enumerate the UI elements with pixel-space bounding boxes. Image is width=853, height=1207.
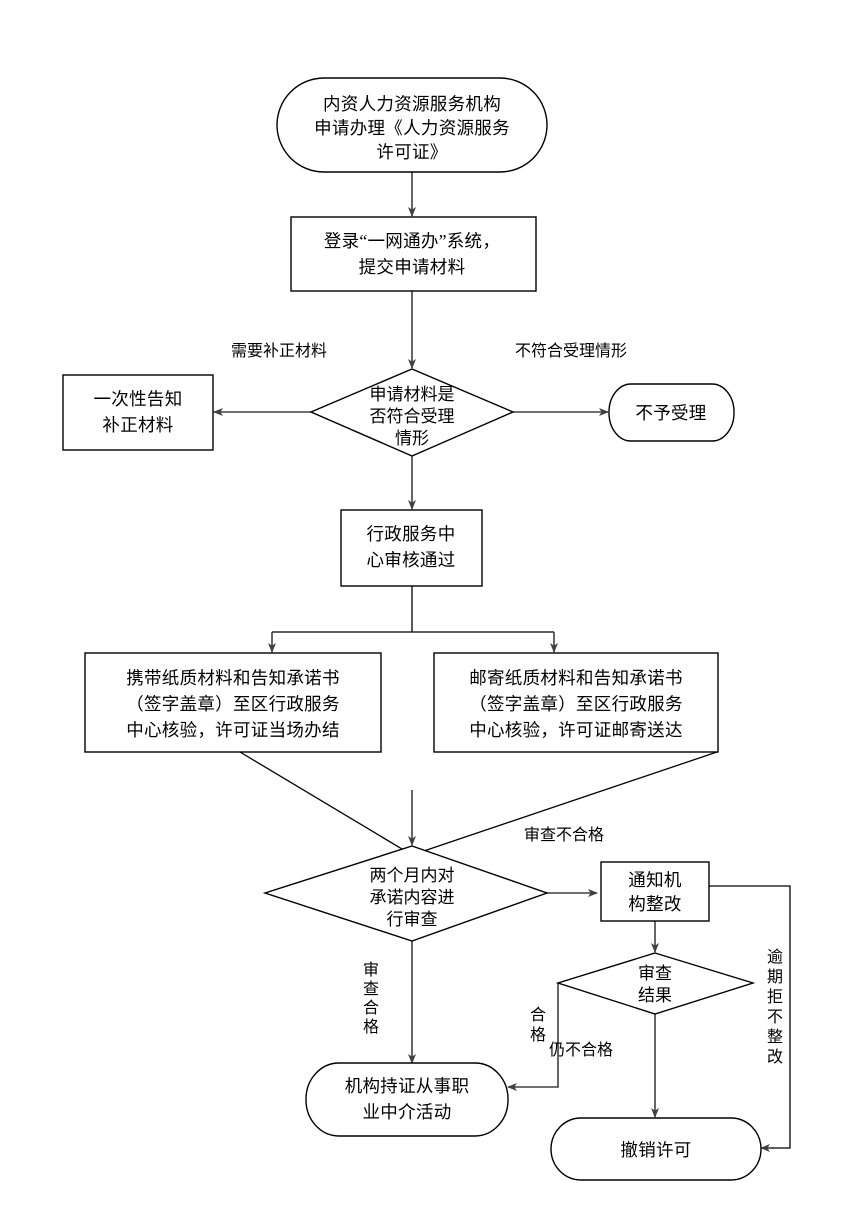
node-two-month-review-line-3: 行审查	[387, 910, 438, 929]
node-mail-paper-line-3: 中心核验，许可证邮寄送达	[469, 720, 683, 740]
node-licensed-operate-line-1: 机构持证从事职	[345, 1076, 470, 1096]
node-notify-fix-line-1: 一次性告知	[94, 389, 183, 409]
node-submit-line-1: 登录“一网通办”系统，	[324, 231, 500, 251]
node-check-decision-line-1: 申请材料是	[370, 385, 455, 404]
node-reject-shape	[608, 383, 735, 442]
node-revoke-label: 撤销许可	[620, 1140, 691, 1160]
node-two-month-review-line-2: 承诺内容进	[370, 888, 455, 907]
node-carry-paper-shape	[84, 652, 382, 753]
node-review-result-line-2: 结果	[638, 986, 672, 1005]
node-review-result-shape	[555, 952, 756, 1015]
node-mail-paper-line-2: （签字盖章）至区行政服务	[469, 694, 683, 714]
node-submit-shape	[290, 216, 537, 292]
node-start-line-2: 申请办理《人力资源服务	[314, 118, 510, 138]
edge-label-overdue-c3: 拒	[767, 988, 783, 1006]
node-start-line-3: 许可证》	[376, 142, 447, 162]
node-review-result[interactable]: 审查 结果	[555, 952, 756, 1015]
edge-label-overdue-refuse: 逾 期 拒 不 整 改	[767, 948, 783, 1066]
node-reject[interactable]: 不予受理	[608, 383, 735, 442]
node-mail-paper[interactable]: 邮寄纸质材料和告知承诺书 （签字盖章）至区行政服务 中心核验，许可证邮寄送达	[433, 652, 719, 753]
edge-label-layer: 需要补正材料 不符合受理情形 审查不合格 仍不合格	[231, 342, 627, 1059]
edge-label-not-eligible: 不符合受理情形	[515, 342, 627, 360]
node-review-result-line-1: 审查	[638, 964, 672, 983]
edge-label-qualified-c2: 格	[530, 1026, 546, 1044]
edge-label-review-pass: 审 查 合 格	[363, 961, 379, 1036]
node-notify-fix-line-2: 补正材料	[102, 415, 173, 435]
node-center-pass[interactable]: 行政服务中 心审核通过	[340, 509, 483, 587]
node-licensed-operate-line-2: 业中介活动	[363, 1102, 452, 1122]
node-start[interactable]: 内资人力资源服务机构 申请办理《人力资源服务 许可证》	[276, 77, 548, 173]
node-check-decision-shape	[309, 368, 515, 457]
node-two-month-review-line-1: 两个月内对	[370, 866, 455, 885]
edge-label-need-fix: 需要补正材料	[231, 342, 327, 360]
node-submit-line-2: 提交申请材料	[359, 257, 466, 277]
node-check-decision-line-3: 情形	[395, 429, 429, 448]
node-center-pass-shape	[340, 509, 483, 587]
node-licensed-operate-shape	[305, 1062, 509, 1137]
edge-carry-merge	[239, 751, 413, 856]
node-check-decision-line-2: 否符合受理	[370, 407, 455, 426]
edge-result-qualified-to-licensed	[507, 983, 559, 1091]
edge-overdue-to-revoke	[709, 885, 791, 1152]
node-notify-rectify-line-2: 构整改	[628, 894, 681, 914]
node-submit[interactable]: 登录“一网通办”系统， 提交申请材料	[290, 216, 537, 292]
node-notify-rectify-shape	[600, 861, 710, 922]
edge-label-review-fail: 审查不合格	[524, 826, 604, 844]
connector-layer	[213, 172, 791, 1152]
node-carry-paper[interactable]: 携带纸质材料和告知承诺书 （签字盖章）至区行政服务 中心核验，许可证当场办结	[84, 652, 382, 753]
node-revoke[interactable]: 撤销许可	[550, 1117, 762, 1181]
edge-label-qualified-c1: 合	[530, 1006, 546, 1024]
edge-label-review-pass-c4: 格	[363, 1018, 379, 1036]
edge-label-still-unqualified: 仍不合格	[549, 1041, 613, 1059]
node-two-month-review[interactable]: 两个月内对 承诺内容进 行审查	[262, 845, 550, 942]
edge-label-qualified: 合 格	[530, 1006, 546, 1044]
edge-label-overdue-c1: 逾	[767, 948, 783, 966]
node-carry-paper-line-2: （签字盖章）至区行政服务	[126, 694, 340, 714]
node-notify-rectify-line-1: 通知机	[628, 870, 682, 890]
node-notify-rectify[interactable]: 通知机 构整改	[600, 861, 710, 922]
edge-label-overdue-c6: 改	[767, 1048, 783, 1066]
node-center-pass-line-2: 心审核通过	[367, 550, 456, 570]
node-mail-paper-line-1: 邮寄纸质材料和告知承诺书	[469, 668, 683, 688]
node-mail-paper-shape	[433, 652, 719, 753]
node-revoke-shape	[550, 1117, 762, 1181]
node-check-decision[interactable]: 申请材料是 否符合受理 情形	[309, 368, 515, 457]
node-licensed-operate[interactable]: 机构持证从事职 业中介活动	[305, 1062, 509, 1137]
edge-label-review-pass-c1: 审	[363, 961, 379, 979]
node-reject-label: 不予受理	[635, 403, 706, 423]
edge-mail-merge	[411, 751, 718, 856]
edge-label-overdue-c2: 期	[767, 968, 783, 986]
edge-label-overdue-c5: 整	[767, 1028, 783, 1046]
node-notify-fix[interactable]: 一次性告知 补正材料	[62, 374, 214, 451]
node-carry-paper-line-3: 中心核验，许可证当场办结	[126, 720, 340, 740]
node-start-line-1: 内资人力资源服务机构	[323, 94, 501, 114]
node-carry-paper-line-1: 携带纸质材料和告知承诺书	[126, 668, 340, 688]
edge-label-review-pass-c2: 查	[363, 980, 379, 998]
node-two-month-review-shape	[262, 845, 550, 942]
edge-label-overdue-c4: 不	[767, 1009, 783, 1026]
edge-label-review-pass-c3: 合	[363, 999, 379, 1017]
node-notify-fix-shape	[62, 374, 214, 451]
node-start-shape	[276, 77, 548, 173]
node-center-pass-line-1: 行政服务中	[367, 524, 456, 544]
